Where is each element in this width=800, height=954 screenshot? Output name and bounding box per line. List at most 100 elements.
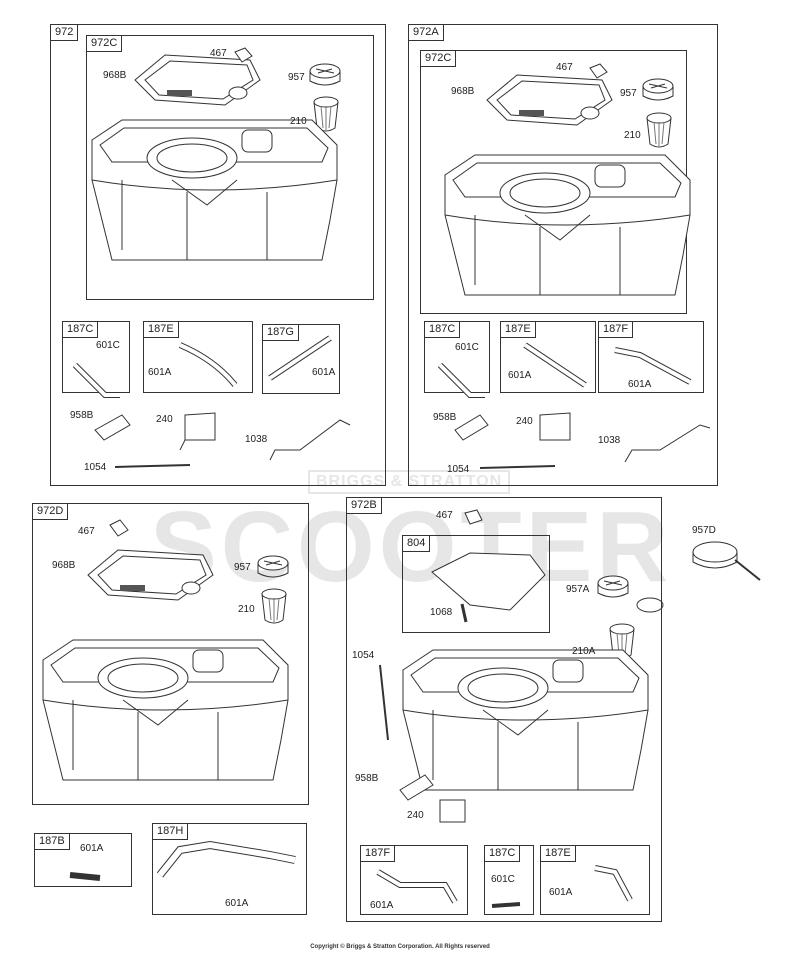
fuel-tank-972 [91,119,338,261]
label-957: 957 [288,72,305,83]
label-601a: 601A [628,379,652,390]
label-467: 467 [556,62,573,73]
label-601a: 601A [508,370,532,381]
label-467: 467 [78,526,95,537]
panel-tag: 187C [485,846,521,862]
label-601c: 601C [96,340,120,351]
seal-ring [636,597,664,613]
fuel-fitting-240-b [439,799,466,823]
panel-187c-a: 187C [62,321,130,393]
cable-tie-1054-a [479,465,556,469]
fuel-cap-957 [309,63,341,86]
panel-tag: 972B [347,498,382,514]
shutoff-valve-958b [94,414,131,441]
copyright-notice: Copyright © Briggs & Stratton Corporatio… [310,944,490,950]
panel-tag: 972 [51,25,79,41]
label-958b: 958B [70,410,94,421]
label-210: 210 [238,604,255,615]
fuel-tank-972b [402,649,649,791]
panel-tag: 972C [421,51,457,67]
label-210: 210 [624,130,641,141]
grommet-467-d [109,519,129,537]
label-957: 957 [234,562,251,573]
label-601c: 601C [491,874,515,885]
panel-187c-b: 187C [424,321,490,393]
fuel-tank-cover-968b-a [486,74,613,126]
panel-tag: 187E [501,322,536,338]
fuel-cap-957-d [257,555,289,578]
label-601a: 601A [549,887,573,898]
panel-tag: 187C [425,322,461,338]
fuel-line-clamp-601c-a [440,365,485,395]
label-968b: 968B [103,70,127,81]
panel-tag: 187F [599,322,634,338]
panel-187c-c: 187C [484,845,534,915]
panel-tag: 187F [361,846,396,862]
cable-tie-1054 [114,464,191,468]
label-957d: 957D [692,525,716,536]
label-601a: 601A [80,843,104,854]
label-240: 240 [156,414,173,425]
panel-972c-b: 972C [420,50,687,314]
label-601a: 601A [148,367,172,378]
panel-tag: 972A [409,25,444,41]
panel-187g: 187G [262,324,340,394]
label-210: 210 [290,116,307,127]
label-601a: 601A [370,900,394,911]
fuel-line-clamp-601c [75,365,120,395]
fuel-fitting-240 [179,412,216,451]
panel-tag: 187G [263,325,299,341]
label-1038: 1038 [245,434,268,445]
label-1054: 1054 [84,462,107,473]
screw-1068 [460,603,468,623]
shutoff-valve-958b-a [454,414,489,441]
panel-187e-c: 187E [540,845,650,915]
fuel-line-clamp-601c-b [491,902,521,908]
cable-tie-1054-b [379,664,389,741]
grommet-467 [234,47,253,63]
panel-972a: 972A [408,24,718,486]
shutoff-valve-958b-b [399,774,434,801]
panel-187b: 187B [34,833,132,887]
panel-tag: 187H [153,824,189,840]
label-958b: 958B [355,773,379,784]
label-968b: 968B [451,86,475,97]
label-240: 240 [407,810,424,821]
label-1054: 1054 [447,464,470,475]
label-240: 240 [516,416,533,427]
label-601c: 601C [455,342,479,353]
panel-tag: 187C [63,322,99,338]
label-1054: 1054 [352,650,375,661]
fuel-tank-bracket-1038 [269,419,351,461]
fuel-tank-972d [42,639,289,781]
panel-804: 804 [402,535,550,633]
fuel-cap-957d [692,541,761,581]
fuel-filter-210-a [646,112,672,148]
label-467: 467 [210,48,227,59]
panel-972d: 972D [32,503,309,805]
panel-972: 972 [50,24,386,486]
fuel-tank-cover-968b-d [87,549,214,601]
fuel-line-601a-187b [69,872,101,881]
label-958b: 958B [433,412,457,423]
panel-tag: 187E [144,322,179,338]
fuel-tank-cover-804 [431,552,546,611]
fuel-fitting-240-a [539,412,571,441]
label-1068: 1068 [430,607,453,618]
fuel-filter-210-d [261,588,287,624]
label-1038: 1038 [598,435,621,446]
grommet-467-a [589,63,608,79]
panel-187f-b: 187F [598,321,704,393]
panel-tag: 187E [541,846,576,862]
fuel-tank-cover-968b [134,54,261,106]
fuel-cap-957-a [642,78,674,101]
fuel-tank-bracket-1038-a [624,424,711,463]
panel-972c-a: 972C [86,35,374,300]
fuel-tank-972a [444,154,691,296]
panel-tag: 972C [87,36,123,52]
panel-972b: 972B [346,497,662,922]
label-957: 957 [620,88,637,99]
panel-187h: 187H [152,823,307,915]
label-957a: 957A [566,584,590,595]
